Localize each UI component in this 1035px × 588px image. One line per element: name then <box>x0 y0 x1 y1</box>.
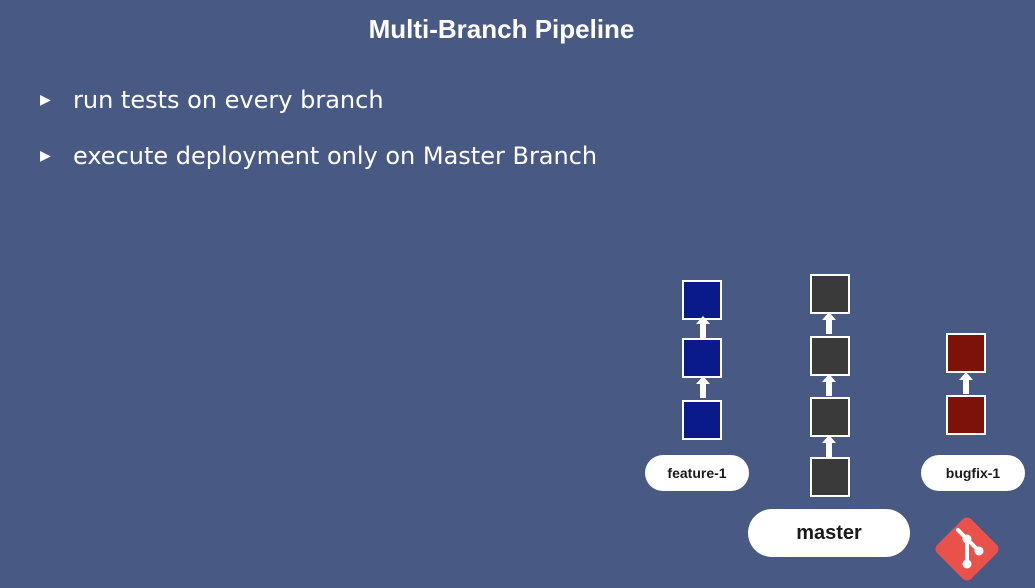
bugfix-commit <box>946 333 986 373</box>
feature-commit <box>682 400 722 440</box>
master-branch-label: master <box>748 509 910 557</box>
arrow-up-icon <box>959 372 973 394</box>
bullet-list: ▶ run tests on every branch ▶ execute de… <box>40 84 597 196</box>
git-logo-icon <box>935 517 999 581</box>
bugfix-branch-label: bugfix-1 <box>921 455 1025 491</box>
master-commit <box>810 336 850 376</box>
arrow-up-icon <box>696 316 710 338</box>
feature-branch-label: feature-1 <box>645 455 749 491</box>
feature-commit <box>682 280 722 320</box>
master-commit <box>810 397 850 437</box>
play-triangle-icon: ▶ <box>40 92 51 108</box>
master-commit <box>810 457 850 497</box>
slide-title: Multi-Branch Pipeline <box>368 14 635 44</box>
bugfix-commit <box>946 395 986 435</box>
arrow-up-icon <box>822 374 836 396</box>
master-commit <box>810 274 850 314</box>
bullet-text: run tests on every branch <box>73 86 384 114</box>
bullet-text: execute deployment only on Master Branch <box>73 142 598 170</box>
arrow-up-icon <box>822 312 836 334</box>
arrow-up-icon <box>822 435 836 457</box>
arrow-up-icon <box>696 376 710 398</box>
bullet-item: ▶ execute deployment only on Master Bran… <box>40 140 597 172</box>
feature-commit <box>682 338 722 378</box>
bullet-item: ▶ run tests on every branch <box>40 84 597 116</box>
play-triangle-icon: ▶ <box>40 148 51 164</box>
